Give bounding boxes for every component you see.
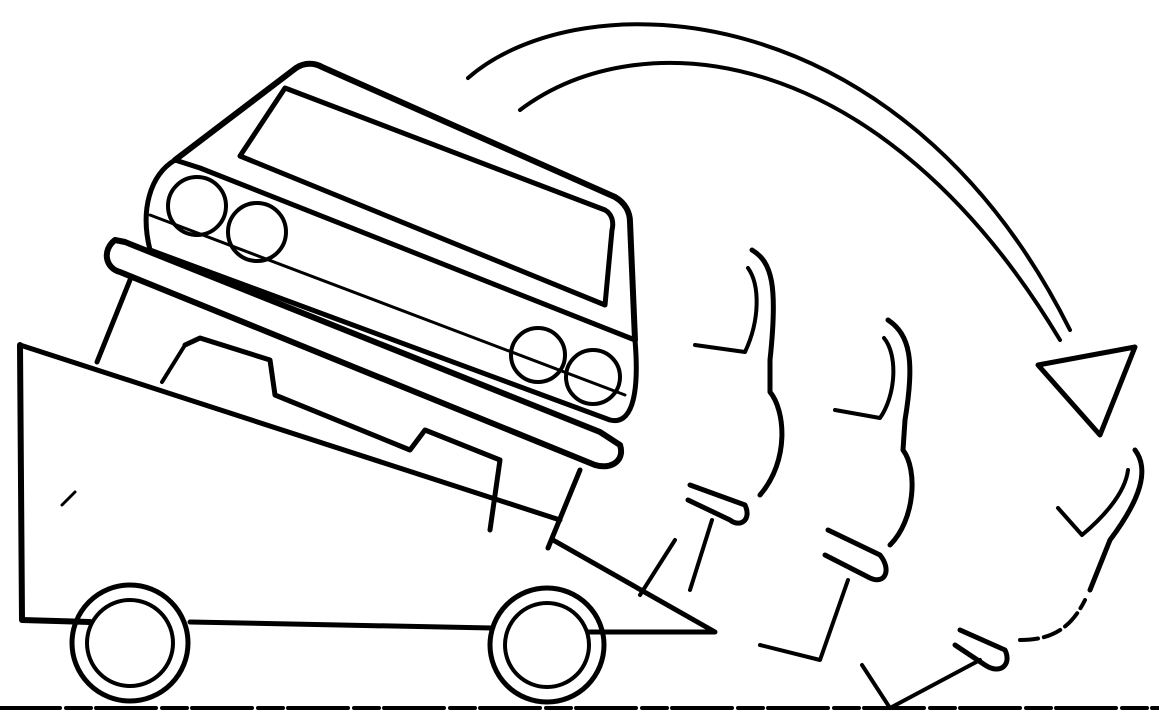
car-ghost-outline-icon [640, 250, 782, 595]
car-icon [97, 64, 636, 548]
trailer-wheel-left [72, 585, 188, 701]
car-ghost-outline-icon [862, 450, 1142, 708]
ramp-trailer-icon [20, 345, 715, 702]
car-ghost-outline-icon [760, 320, 912, 660]
rotation-arrow-icon [468, 24, 1135, 435]
trailer-wheel-right [490, 588, 604, 702]
